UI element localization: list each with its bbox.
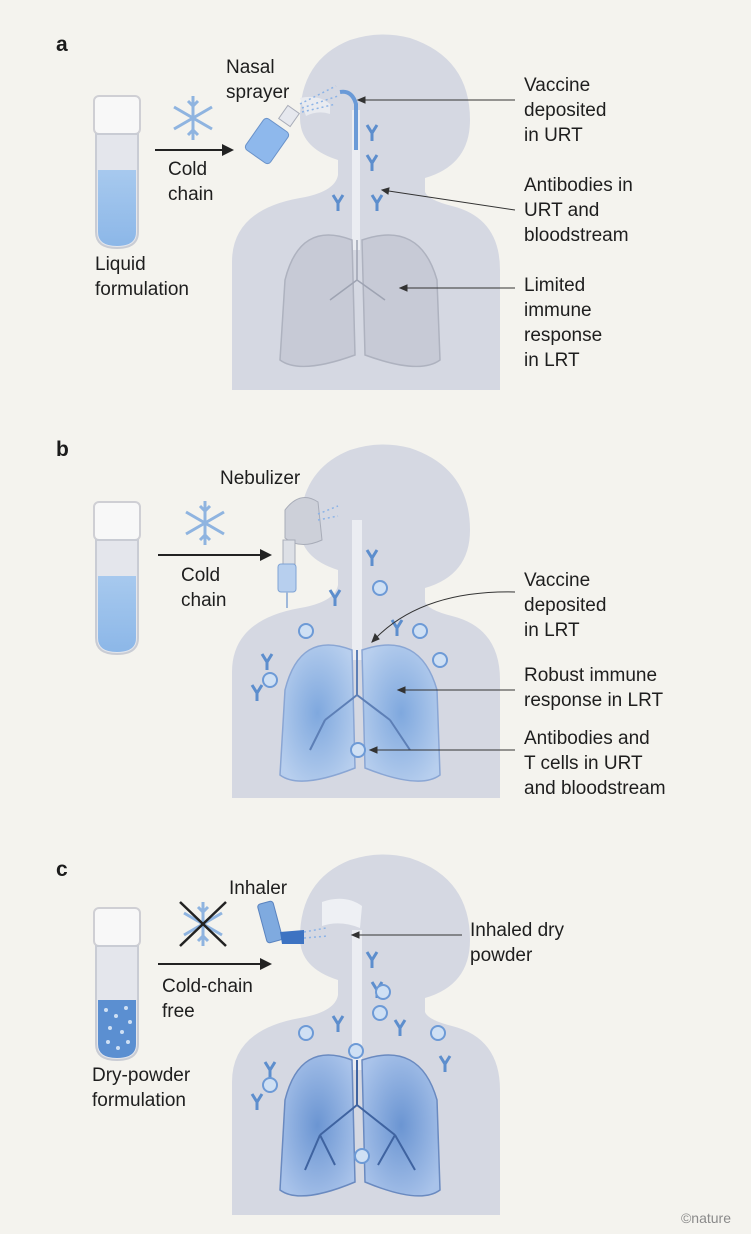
cross-icon — [179, 901, 227, 947]
callout-label: Vaccine deposited in URT — [524, 73, 606, 148]
storage-label-line: chain — [181, 590, 227, 611]
nebulizer-icon — [277, 497, 339, 608]
callout-label: Antibodies in URT and bloodstream — [524, 173, 633, 248]
antibody-icon — [331, 124, 384, 211]
device-label: Nebulizer — [220, 466, 300, 491]
callout-line: powder — [470, 945, 533, 966]
arrow-icon — [155, 144, 234, 156]
callout-line: immune — [524, 300, 592, 321]
t-cell-icon — [262, 984, 446, 1164]
callout-line: Antibodies in — [524, 175, 633, 196]
formulation-label: Liquid formulation — [95, 252, 189, 302]
panel-letter: a — [56, 33, 68, 56]
formulation-label-line: formulation — [92, 1090, 186, 1111]
callout-line: response in LRT — [524, 690, 664, 711]
storage-label: Cold-chain free — [162, 974, 253, 1024]
callout-label: Robust immune response in LRT — [524, 663, 663, 713]
panel-a-illustration — [93, 34, 516, 390]
arrow-icon — [158, 549, 272, 561]
callout-line: Antibodies and — [524, 728, 650, 749]
test-tube-icon — [93, 501, 141, 656]
device-label: Inhaler — [229, 876, 287, 901]
nasal-sprayer-icon — [244, 85, 339, 165]
storage-label-line: Cold-chain — [162, 976, 253, 997]
panel-a: a — [0, 0, 751, 410]
test-tube-icon — [93, 95, 141, 250]
panel-c: c — [0, 820, 751, 1234]
storage-label-line: Cold — [168, 159, 208, 180]
storage-label-line: free — [162, 1001, 195, 1022]
callout-line: in LRT — [524, 620, 580, 641]
credit-label: ©nature — [680, 1210, 731, 1226]
callout-line: deposited — [524, 100, 607, 121]
device-label-line: Nasal — [226, 57, 275, 78]
callout-line: in LRT — [524, 350, 580, 371]
storage-label: Cold chain — [168, 157, 213, 207]
lungs-icon — [279, 644, 441, 782]
panel-letter: c — [56, 858, 68, 881]
callout-line: deposited — [524, 595, 607, 616]
callout-line: Inhaled dry — [470, 920, 565, 941]
device-label-line: Nebulizer — [220, 468, 301, 489]
callout-label: Vaccine deposited in LRT — [524, 568, 606, 643]
formulation-label-line: Liquid — [95, 254, 146, 275]
storage-label: Cold chain — [181, 563, 226, 613]
callout-line: Vaccine — [524, 75, 591, 96]
formulation-label-line: Dry-powder — [92, 1065, 191, 1086]
device-label-line: sprayer — [226, 82, 290, 103]
storage-label-line: chain — [168, 184, 214, 205]
callout-line: URT and — [524, 200, 600, 221]
inhaler-icon — [257, 900, 329, 944]
callout-label: Inhaled dry powder — [470, 918, 564, 968]
storage-label-line: Cold — [181, 565, 221, 586]
callout-line: Limited — [524, 275, 586, 296]
callout-line: Robust immune — [524, 665, 658, 686]
callout-line: T cells in URT — [524, 753, 643, 774]
callout-label: Limited immune response in LRT — [524, 273, 602, 373]
snowflake-icon — [185, 501, 225, 545]
lungs-icon — [279, 234, 441, 368]
callout-line: and bloodstream — [524, 778, 666, 799]
callout-line: in URT — [524, 125, 583, 146]
panel-b-illustration — [93, 444, 516, 798]
lungs-icon — [279, 1054, 441, 1197]
callout-line: bloodstream — [524, 225, 629, 246]
t-cell-icon — [262, 580, 448, 758]
snowflake-icon — [173, 96, 213, 140]
callout-line: response — [524, 325, 603, 346]
device-label-line: Inhaler — [229, 878, 288, 899]
panel-letter: b — [56, 438, 69, 461]
callout-label: Antibodies and T cells in URT and bloods… — [524, 726, 666, 801]
formulation-label: Dry-powder formulation — [92, 1063, 190, 1113]
test-tube-icon — [93, 907, 141, 1062]
arrow-icon — [158, 958, 272, 970]
device-label: Nasal sprayer — [226, 55, 289, 105]
panel-c-illustration — [93, 854, 500, 1215]
callout-line: Vaccine — [524, 570, 591, 591]
panel-b: b — [0, 410, 751, 820]
formulation-label-line: formulation — [95, 279, 189, 300]
